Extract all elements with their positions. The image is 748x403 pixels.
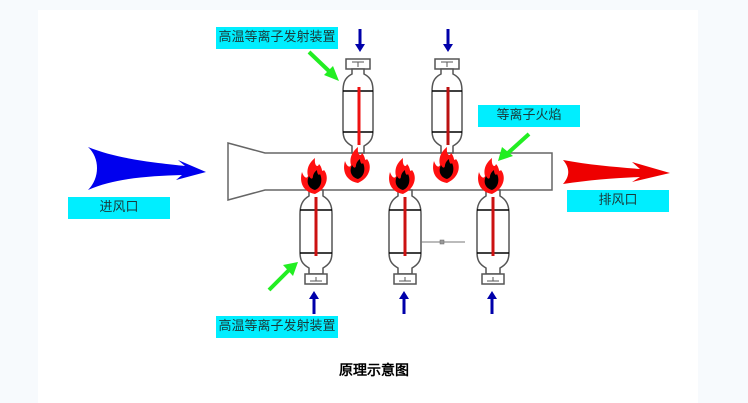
- label-emitter-bottom: 高温等离子发射装置: [216, 316, 338, 338]
- label-plasma-flame: 等离子火焰: [478, 105, 580, 127]
- valve-icon: [439, 239, 445, 245]
- emitter-top-1: [342, 58, 374, 154]
- feed-arrow-icon: [309, 291, 319, 314]
- feed-arrow-icon: [399, 291, 409, 314]
- emitter-bottom-1: [299, 189, 333, 285]
- pointer-arrow-icon: [498, 132, 531, 161]
- label-inlet: 进风口: [68, 197, 170, 219]
- outlet-arrow-icon: [563, 160, 670, 184]
- label-emitter-top: 高温等离子发射装置: [216, 27, 338, 49]
- label-outlet: 排风口: [567, 190, 669, 212]
- feed-arrow-icon: [355, 29, 365, 52]
- emitter-bottom-3: [476, 189, 510, 285]
- pointer-arrow-icon: [307, 50, 339, 81]
- pointer-arrow-icon: [267, 262, 298, 292]
- feed-arrow-icon: [443, 29, 453, 52]
- feed-arrow-icon: [487, 291, 497, 314]
- diagram-caption: 原理示意图: [339, 363, 409, 379]
- inlet-arrow-icon: [88, 147, 206, 190]
- emitter-bottom-2: [388, 189, 465, 285]
- emitter-top-2: [431, 58, 463, 154]
